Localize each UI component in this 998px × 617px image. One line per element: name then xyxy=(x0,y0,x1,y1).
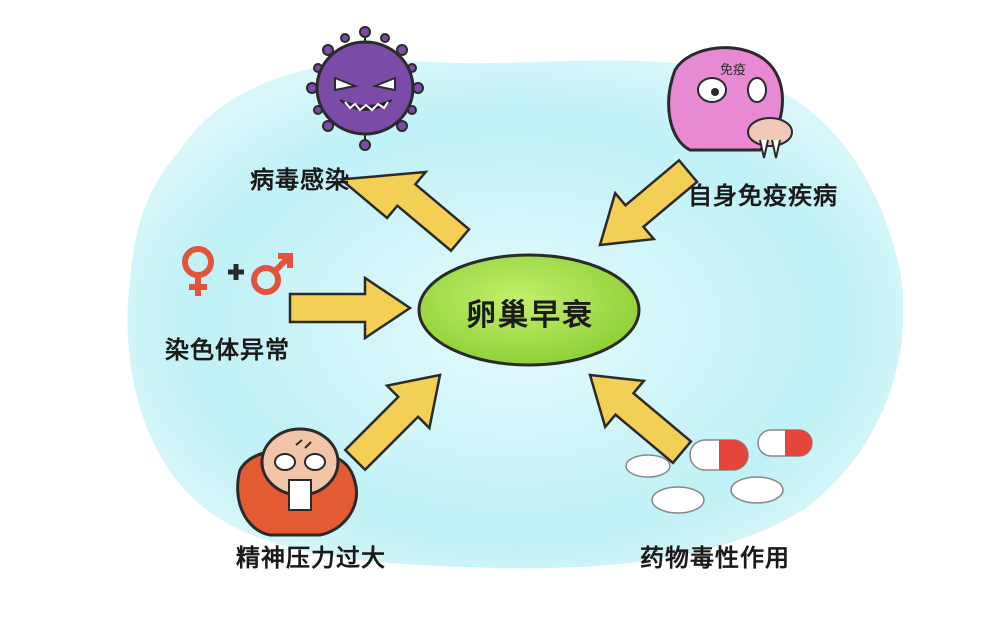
tablet-pill xyxy=(651,486,705,514)
center-ellipse xyxy=(417,253,641,367)
arrow-from-stress xyxy=(343,373,442,472)
cause-label-stress: 精神压力过大 xyxy=(236,544,386,572)
female-plus-male-icon xyxy=(182,246,293,296)
autoimmune-monster-icon xyxy=(667,46,793,159)
capsule-pill-left xyxy=(689,439,749,471)
cause-label-virus: 病毒感染 xyxy=(250,166,350,194)
plus-icon xyxy=(228,264,244,280)
stressed-person-icon xyxy=(236,427,358,537)
cause-label-autoimmune: 自身免疫疾病 xyxy=(688,182,838,210)
virus-icon xyxy=(306,26,424,151)
arrow-from-chromosome xyxy=(288,275,413,341)
arrow-from-drug xyxy=(588,373,693,465)
pills-icon xyxy=(625,429,813,514)
center-label: 卵巢早衰 xyxy=(466,298,594,333)
cause-label-chromosome: 染色体异常 xyxy=(165,336,290,364)
arrow-from-autoimmune xyxy=(598,158,699,247)
cause-label-drug: 药物毒性作用 xyxy=(640,544,790,572)
female-symbol-icon xyxy=(182,246,214,296)
tablet-pill xyxy=(730,476,784,504)
arrow-from-virus xyxy=(338,170,471,253)
male-symbol-icon xyxy=(251,253,293,295)
capsule-pill-right xyxy=(757,429,813,457)
autoimmune-figure-text: 免疫 xyxy=(720,62,746,77)
tablet-pill xyxy=(625,454,671,478)
